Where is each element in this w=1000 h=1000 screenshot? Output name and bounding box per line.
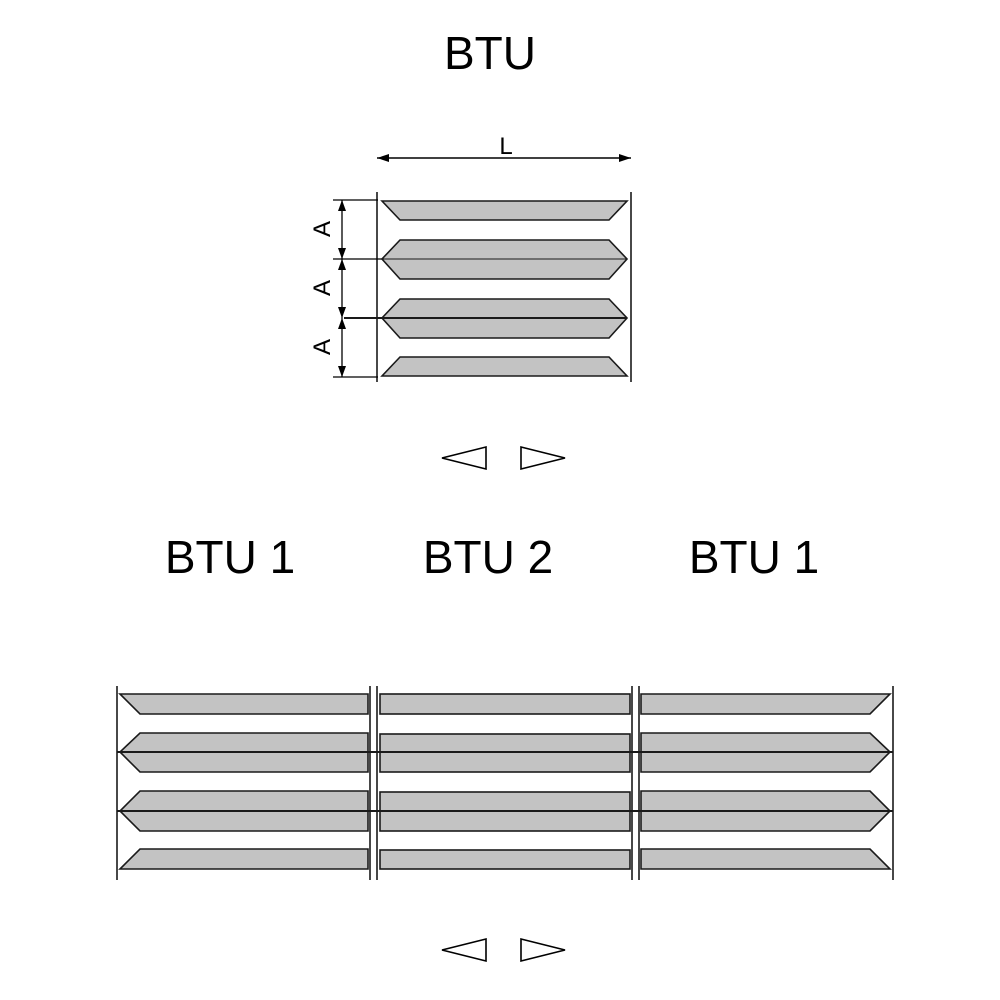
- dimension-a-label-1: A: [309, 221, 336, 237]
- dimension-a-arrow-4: [338, 307, 346, 318]
- btu2-blade-2-upper: [379, 733, 631, 753]
- dimension-l-arrow-right: [619, 154, 631, 162]
- arrow-right-outline-icon: [520, 445, 566, 471]
- btu2-blade-3-upper: [379, 791, 631, 812]
- btu2-blade-3-lower: [379, 810, 631, 832]
- btu1-left-blade-1: [118, 693, 369, 715]
- blade-1: [380, 200, 629, 221]
- top-btu-figure: [344, 192, 632, 382]
- dimension-a-arrow-5: [338, 318, 346, 329]
- dimension-a-arrow-3: [338, 259, 346, 270]
- dimension-a-label-3: A: [309, 339, 336, 355]
- label-btu1-left: BTU 1: [164, 531, 296, 583]
- dimension-a-arrow-2: [338, 248, 346, 259]
- btu2-blade-1: [379, 693, 631, 715]
- btu1-right-blade-1: [640, 693, 892, 715]
- arrow-left-outline-icon: [441, 445, 487, 471]
- dimension-a: [333, 199, 382, 378]
- btu1-left-blade-4: [118, 848, 369, 870]
- bottom-btu-figure: [116, 686, 894, 880]
- label-btu2: BTU 2: [422, 531, 554, 583]
- label-btu1-right: BTU 1: [688, 531, 820, 583]
- arrow-left-outline-icon: [441, 937, 487, 963]
- arrow-right-outline-icon: [520, 937, 566, 963]
- top-title: BTU: [444, 27, 536, 79]
- dimension-a-arrow-6: [338, 366, 346, 377]
- dimension-a-arrow-1: [338, 200, 346, 211]
- dimension-l-label: L: [499, 133, 512, 160]
- blade-4: [380, 356, 629, 377]
- dimension-l-arrow-left: [377, 154, 389, 162]
- dimension-a-label-2: A: [309, 280, 336, 296]
- btu2-blade-2-lower: [379, 751, 631, 773]
- btu1-right-blade-4: [640, 848, 892, 870]
- dimension-l: [377, 154, 631, 162]
- btu2-blade-4: [379, 849, 631, 870]
